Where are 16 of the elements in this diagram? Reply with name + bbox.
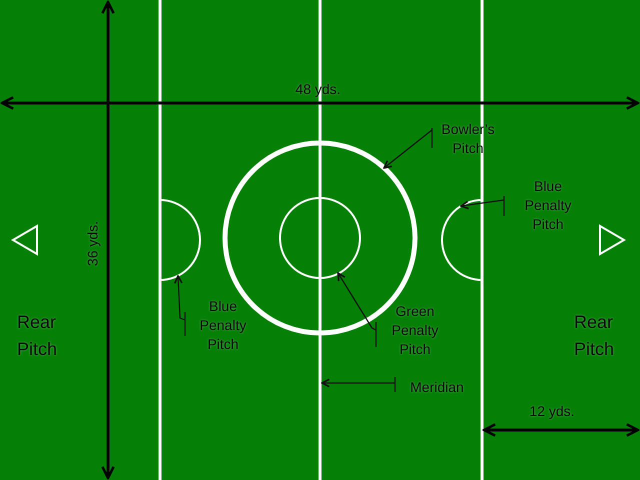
dimension-label: 36 yds.	[84, 220, 102, 268]
leader-line	[337, 272, 377, 348]
callout-label: Blue Penalty Pitch	[517, 177, 579, 234]
callout-label: Green Penalty Pitch	[383, 302, 447, 359]
area-label: Rear Pitch	[574, 311, 616, 361]
area-label: Rear Pitch	[17, 311, 58, 361]
callout-label: Meridian	[400, 378, 474, 397]
leader-line	[383, 127, 433, 169]
leader-line	[460, 195, 505, 217]
circle-marking	[279, 197, 361, 279]
leader-line	[174, 275, 186, 337]
semicircle-marking	[441, 199, 482, 281]
callout-label: Blue Penalty Pitch	[192, 297, 254, 354]
semicircle-marking	[160, 199, 201, 281]
leader-line	[321, 376, 396, 393]
dimension-label: 12 yds.	[528, 402, 576, 421]
